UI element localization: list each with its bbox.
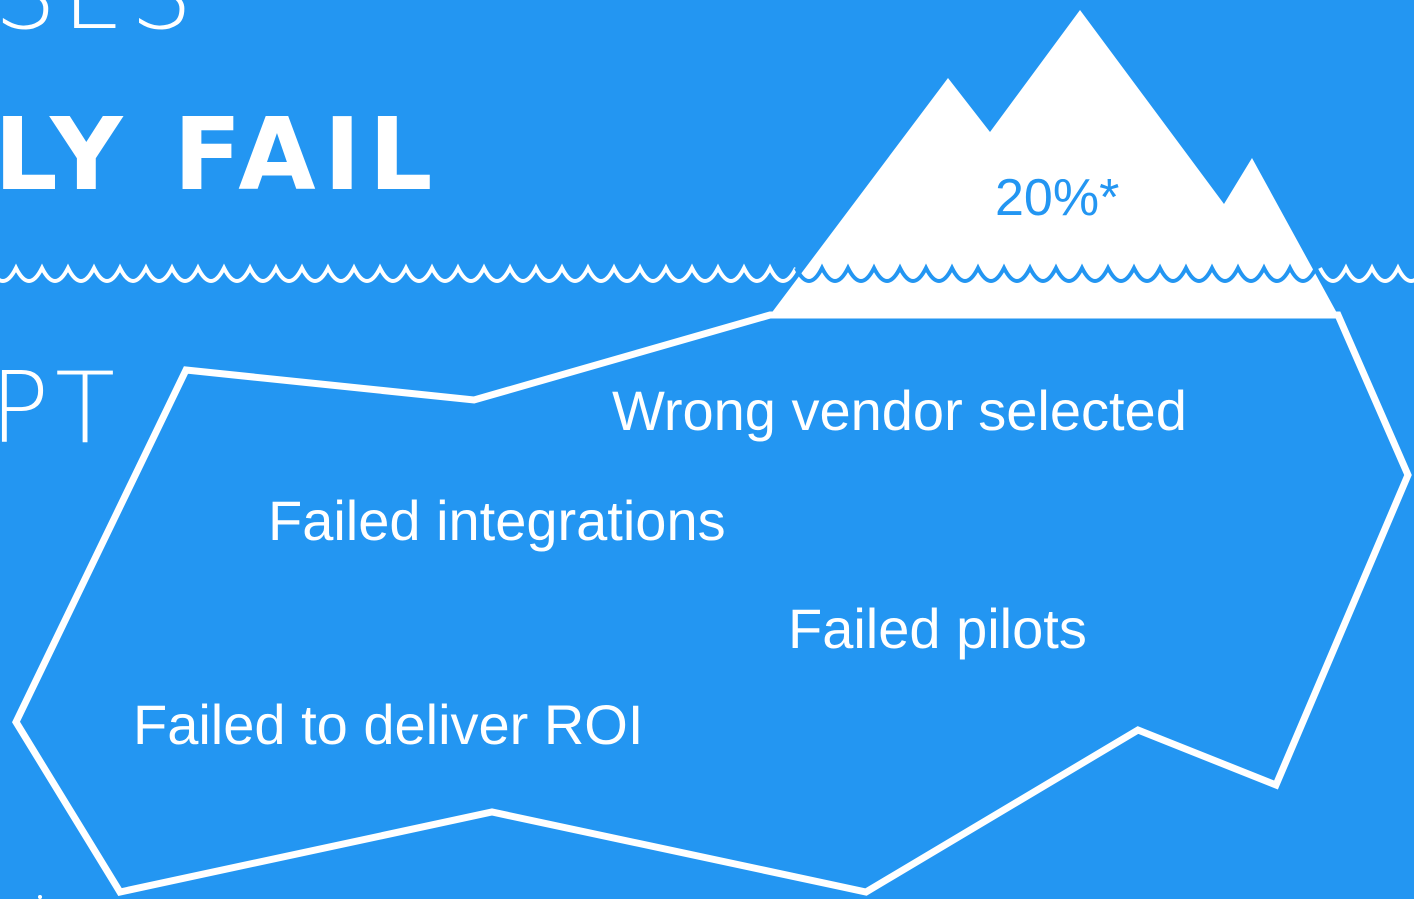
- waterline-iceberg: [794, 263, 1318, 283]
- waterline-left: [0, 263, 798, 283]
- iceberg-tip: [770, 10, 1338, 315]
- iceberg-underwater-outline: [12, 311, 1412, 896]
- reason-wrong-vendor: Wrong vendor selected: [612, 379, 1187, 442]
- reason-failed-integrations: Failed integrations: [268, 489, 726, 552]
- heading-line-3: PT: [0, 352, 121, 466]
- reason-failed-roi: Failed to deliver ROI: [133, 693, 644, 756]
- waterline-right: [1318, 263, 1414, 283]
- reason-failed-pilots: Failed pilots: [788, 597, 1087, 660]
- iceberg-tip-label: 20%*: [995, 169, 1120, 227]
- heading-line-2: LY FAIL: [0, 96, 441, 213]
- corner-mark: [38, 895, 42, 899]
- heading-line-1: SES: [0, 0, 198, 52]
